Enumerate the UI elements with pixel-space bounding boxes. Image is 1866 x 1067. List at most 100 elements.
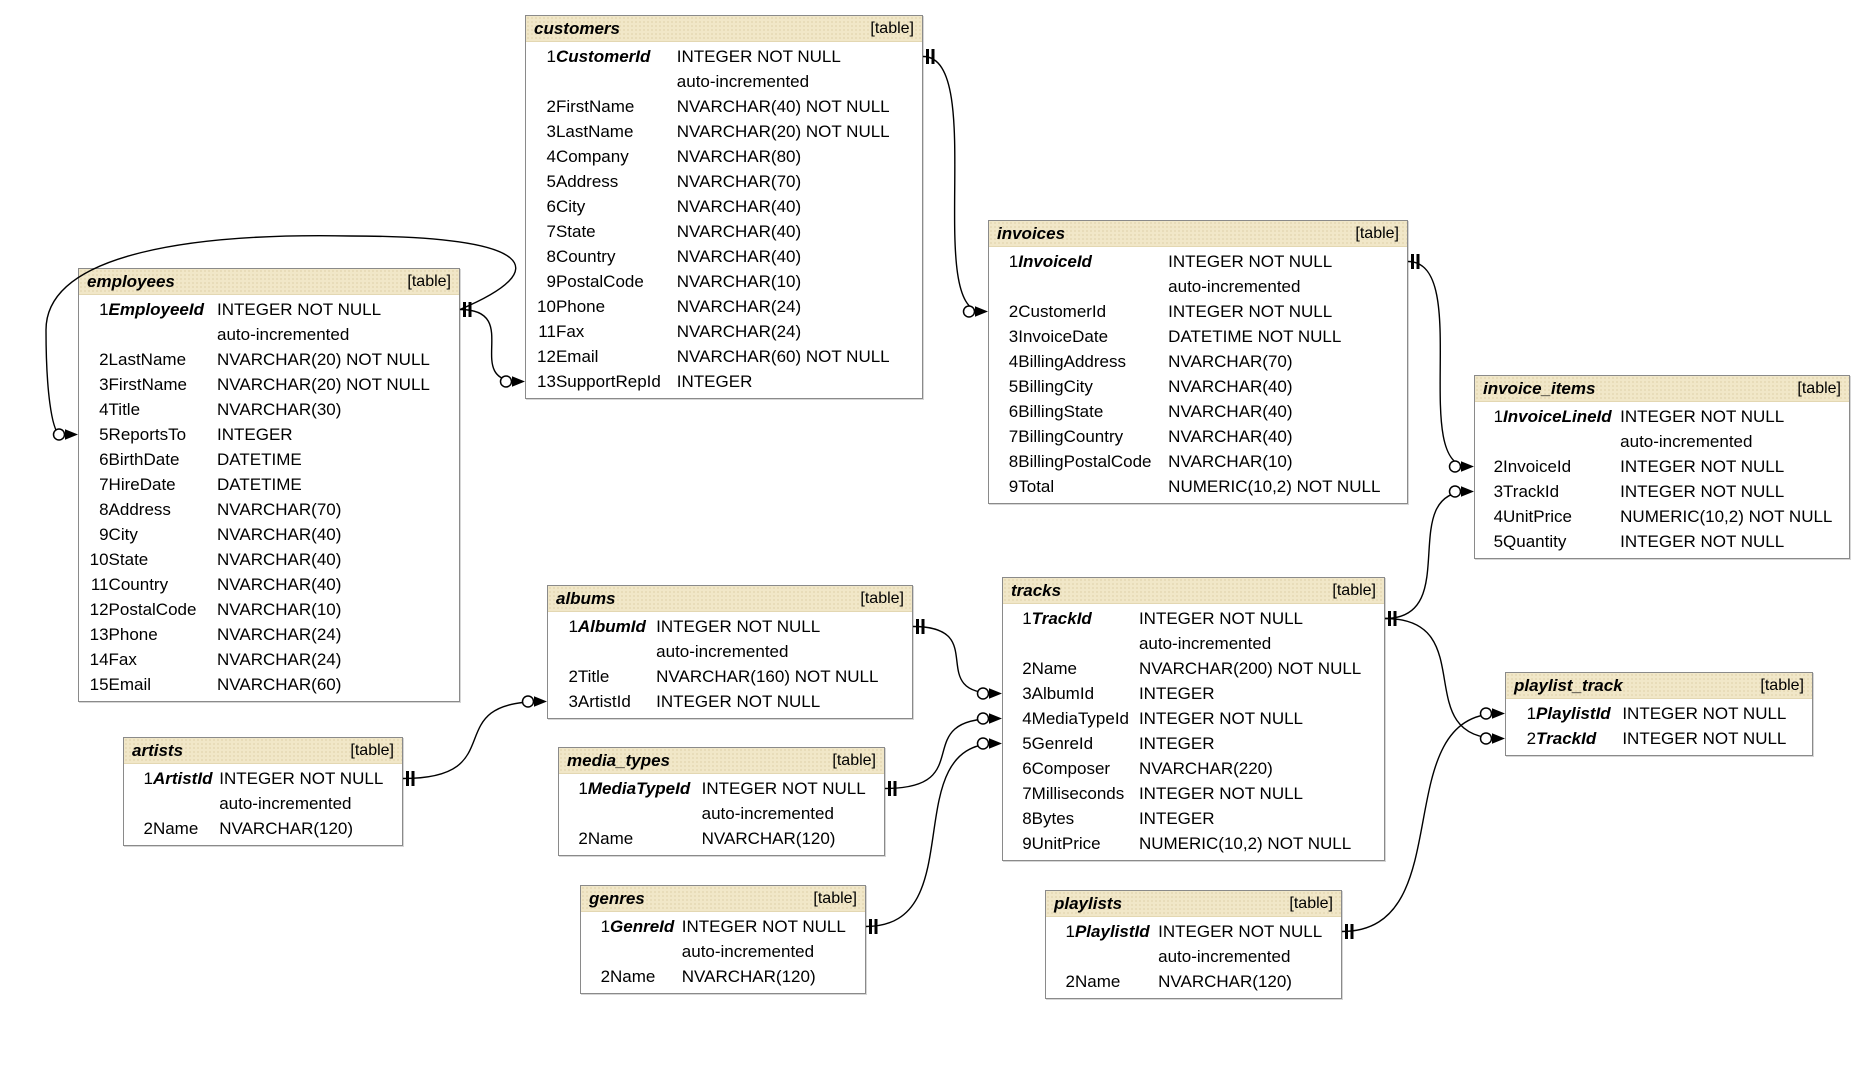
column-name: Email [555,347,599,366]
column-number [548,639,578,664]
column-name: InvoiceId [1503,457,1572,476]
table-tag: [table] [860,589,904,607]
column-type: NVARCHAR(20) NOT NULL [676,122,890,141]
column-name: BillingCountry [1018,427,1124,446]
column-number: 2 [1065,972,1075,991]
many-arrowhead [1492,708,1505,719]
column-number [1046,944,1075,969]
column-number: 2 [578,829,588,848]
column-number: 2 [99,350,109,369]
column-number [79,322,109,347]
column-name: Company [555,147,629,166]
column-number: 2 [1526,729,1537,748]
column-type: NVARCHAR(70) [217,500,342,519]
column-type: NVARCHAR(24) [676,297,802,316]
column-name [610,939,682,964]
column-type: NVARCHAR(60) NOT NULL [676,347,890,366]
column-row-customers-continuation: auto-incremented [526,69,922,94]
column-type: NVARCHAR(220) [1138,759,1273,778]
column-name: Milliseconds [1031,784,1125,803]
column-type: NVARCHAR(200) NOT NULL [1138,659,1362,678]
column-type: auto-incremented [681,942,815,961]
column-type: auto-incremented [217,325,350,344]
table-title-playlists: playlists [1054,893,1123,913]
column-number: 2 [568,667,578,686]
optional-circle [499,375,513,388]
column-type: NVARCHAR(40) [1168,377,1293,396]
many-arrowhead [1461,461,1474,472]
relationship-line [1384,617,1500,740]
column-type: INTEGER [676,372,753,391]
column-type: NVARCHAR(40) [676,197,802,216]
column-row-playlists-continuation: auto-incremented [1046,944,1341,969]
relationship-artists-albums [402,695,547,786]
column-number: 4 [99,400,109,419]
column-name: State [555,222,596,241]
optional-circle [1448,460,1462,473]
column-name: ReportsTo [108,425,187,444]
column-name: CustomerId [555,47,651,66]
column-number: 12 [537,347,556,366]
column-type: INTEGER [217,425,293,444]
column-name: Name [152,819,199,838]
column-name: LastName [108,350,187,369]
column-name [578,639,656,664]
column-name [1018,274,1168,299]
column-name: AlbumId [577,617,646,636]
many-arrowhead [512,376,525,387]
column-type: auto-incremented [676,72,810,91]
column-number: 3 [1008,327,1019,346]
table-title-invoices: invoices [997,223,1066,243]
column-number: 2 [600,967,611,986]
column-number: 8 [546,247,556,266]
relationship-albums-tracks [912,619,1002,700]
column-type: NVARCHAR(40) [217,575,342,594]
column-number [526,69,556,94]
column-number: 5 [1008,377,1019,396]
column-type: INTEGER NOT NULL [1620,532,1785,551]
column-number: 3 [1493,482,1504,501]
column-type: NVARCHAR(40) NOT NULL [676,97,890,116]
column-type: INTEGER NOT NULL [656,617,821,636]
column-name: TrackId [1031,609,1092,628]
many-arrowhead [989,738,1002,749]
column-type: NVARCHAR(70) [1168,352,1293,371]
column-name: Title [108,400,141,419]
column-type: NVARCHAR(40) [217,550,342,569]
column-number: 13 [537,372,556,391]
column-type: INTEGER NOT NULL [1168,302,1333,321]
column-type: NVARCHAR(40) [676,247,802,266]
column-name: Total [1018,477,1055,496]
